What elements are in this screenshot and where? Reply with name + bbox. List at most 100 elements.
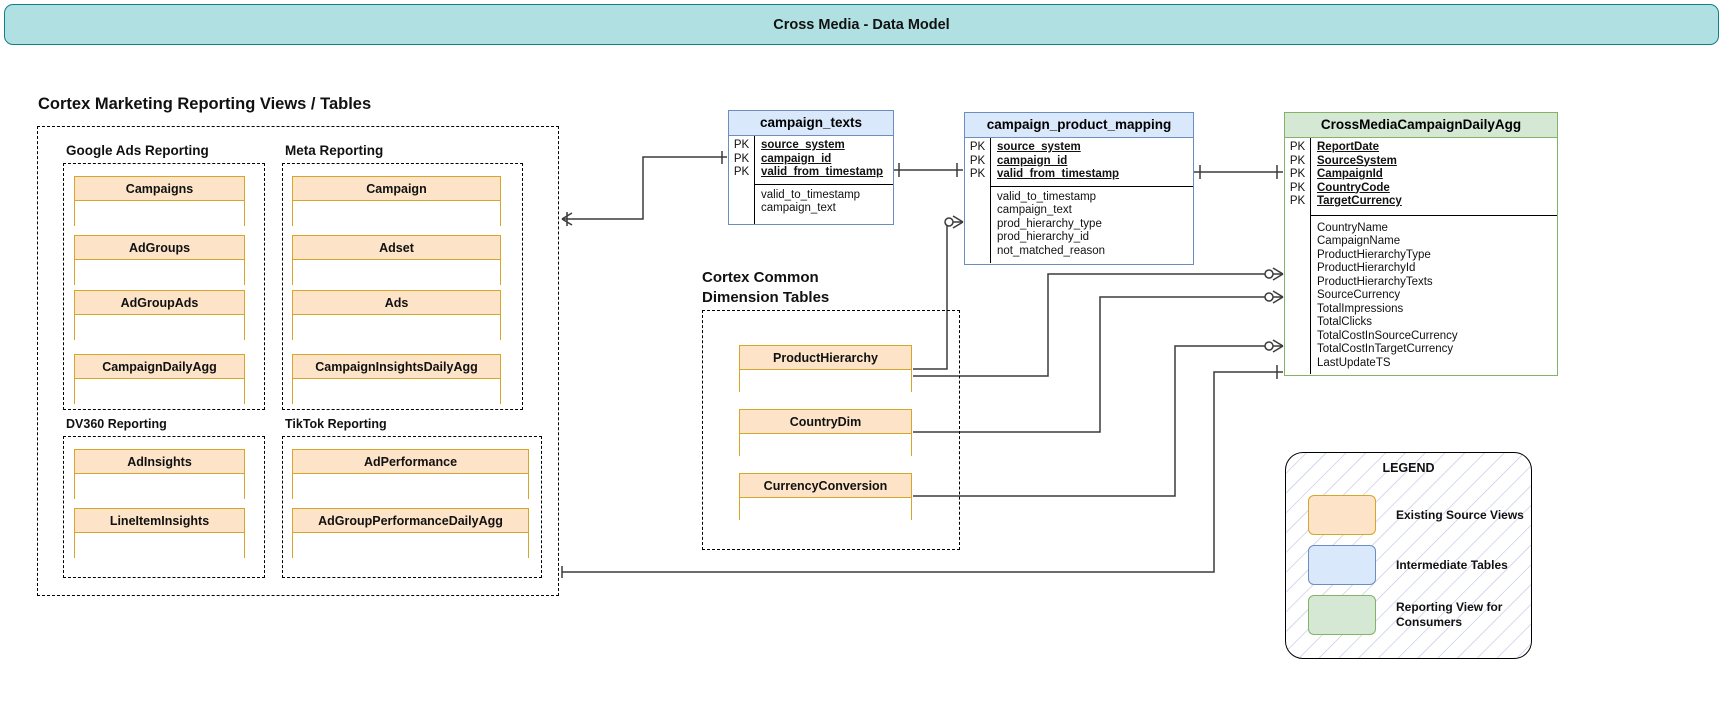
group-box-dv360 — [63, 436, 265, 578]
key-marker: PK — [733, 139, 750, 151]
er-table-cross-media-campaign-daily-agg[interactable]: CrossMediaCampaignDailyAgg PK PK PK PK P… — [1284, 112, 1558, 376]
entity-title: Campaigns — [75, 177, 244, 201]
reporting-outer-group — [37, 126, 559, 596]
field: valid_to_timestamp — [761, 188, 861, 201]
entity-title: AdGroupAds — [75, 291, 244, 315]
group-box-tiktok — [282, 436, 542, 578]
pk-field: CampaignId — [1317, 168, 1383, 180]
legend-row-existing-source-views: Existing Source Views — [1308, 495, 1524, 535]
entity-title: CurrencyConversion — [740, 474, 911, 498]
entity-body — [75, 474, 244, 500]
legend-swatch-blue — [1308, 545, 1376, 585]
field: CountryName — [1317, 221, 1388, 234]
key-marker: PK — [969, 154, 986, 167]
entity-title: CountryDim — [740, 410, 911, 434]
entity-adinsights[interactable]: AdInsights — [74, 449, 245, 500]
er-table-title: campaign_product_mapping — [965, 113, 1193, 138]
key-column: PK PK PK — [965, 138, 991, 263]
field: TotalClicks — [1317, 316, 1372, 328]
entity-ads[interactable]: Ads — [292, 290, 501, 341]
entity-body — [293, 260, 500, 286]
field: prod_hierarchy_id — [997, 231, 1090, 243]
entity-campaigninsightsdailyagg[interactable]: CampaignInsightsDailyAgg — [292, 354, 501, 405]
pk-field: source_system — [761, 139, 845, 151]
field: ProductHierarchyTexts — [1317, 275, 1433, 288]
field: campaign_text — [761, 202, 836, 214]
field: prod_hierarchy_type — [997, 217, 1102, 230]
entity-adset[interactable]: Adset — [292, 235, 501, 286]
entity-body — [293, 201, 500, 227]
legend-panel: LEGEND Existing Source Views Intermediat… — [1285, 452, 1532, 659]
key-column: PK PK PK PK PK — [1285, 138, 1311, 374]
entity-lineiteminsights[interactable]: LineItemInsights — [74, 508, 245, 559]
key-marker: PK — [1289, 181, 1306, 194]
pk-field: CountryCode — [1317, 181, 1390, 194]
entity-campaign[interactable]: Campaign — [292, 176, 501, 227]
entity-body — [75, 533, 244, 559]
pk-field: campaign_id — [997, 154, 1068, 167]
pk-field: SourceSystem — [1317, 154, 1397, 167]
legend-row-intermediate-tables: Intermediate Tables — [1308, 545, 1508, 585]
entity-adgroups[interactable]: AdGroups — [74, 235, 245, 286]
entity-title: AdGroupPerformanceDailyAgg — [293, 509, 528, 533]
dimension-group-box — [702, 310, 960, 550]
field: campaign_text — [997, 204, 1072, 216]
er-table-title: CrossMediaCampaignDailyAgg — [1285, 113, 1557, 138]
field: LastUpdateTS — [1317, 356, 1391, 369]
key-marker: PK — [733, 166, 750, 178]
er-table-title: campaign_texts — [729, 111, 893, 136]
entity-title: ProductHierarchy — [740, 346, 911, 370]
entity-body — [75, 260, 244, 286]
key-marker: PK — [1289, 168, 1306, 180]
group-label-google-ads: Google Ads Reporting — [66, 143, 209, 158]
group-label-meta: Meta Reporting — [285, 143, 384, 158]
pk-field: source_system — [997, 141, 1081, 153]
field-column: source_system campaign_id valid_from_tim… — [755, 136, 893, 224]
field-divider — [1311, 214, 1557, 216]
entity-producthierarchy[interactable]: ProductHierarchy — [739, 345, 912, 396]
key-marker: PK — [969, 168, 986, 180]
entity-body — [75, 379, 244, 405]
field-column: source_system campaign_id valid_from_tim… — [991, 138, 1193, 263]
pk-field: ReportDate — [1317, 141, 1379, 153]
er-table-campaign-product-mapping[interactable]: campaign_product_mapping PK PK PK source… — [964, 112, 1194, 265]
entity-body — [75, 315, 244, 341]
entity-title: LineItemInsights — [75, 509, 244, 533]
entity-body — [740, 498, 911, 524]
field: TotalCostInTargetCurrency — [1317, 343, 1454, 355]
entity-campaigns[interactable]: Campaigns — [74, 176, 245, 227]
pk-field: valid_from_timestamp — [761, 166, 884, 178]
key-marker: PK — [733, 152, 750, 165]
group-label-dv360: DV360 Reporting — [66, 417, 167, 431]
entity-body — [75, 201, 244, 227]
entity-body — [293, 315, 500, 341]
entity-adperformance[interactable]: AdPerformance — [292, 449, 529, 500]
field-column: ReportDate SourceSystem CampaignId Count… — [1311, 138, 1557, 374]
entity-title: Ads — [293, 291, 500, 315]
entity-body — [740, 434, 911, 460]
group-box-google-ads — [63, 163, 265, 410]
entity-title: Campaign — [293, 177, 500, 201]
entity-countrydim[interactable]: CountryDim — [739, 409, 912, 460]
entity-adgroupads[interactable]: AdGroupAds — [74, 290, 245, 341]
entity-title: AdPerformance — [293, 450, 528, 474]
entity-campaigndailyagg[interactable]: CampaignDailyAgg — [74, 354, 245, 405]
reporting-section-caption: Cortex Marketing Reporting Views / Table… — [38, 95, 372, 113]
entity-body — [293, 474, 528, 500]
field: TotalImpressions — [1317, 302, 1404, 315]
entity-currencyconversion[interactable]: CurrencyConversion — [739, 473, 912, 524]
legend-row-reporting-view: Reporting View for Consumers — [1308, 595, 1502, 635]
entity-body — [740, 370, 911, 396]
entity-title: AdGroups — [75, 236, 244, 260]
key-marker: PK — [1289, 154, 1306, 167]
entity-adgroupperformancedailyagg[interactable]: AdGroupPerformanceDailyAgg — [292, 508, 529, 559]
entity-title: Adset — [293, 236, 500, 260]
er-table-campaign-texts[interactable]: campaign_texts PK PK PK source_system ca… — [728, 110, 894, 225]
legend-swatch-orange — [1308, 495, 1376, 535]
legend-label: Intermediate Tables — [1396, 557, 1508, 572]
legend-label: Existing Source Views — [1396, 507, 1524, 522]
field: ProductHierarchyId — [1317, 262, 1416, 274]
field: valid_to_timestamp — [997, 190, 1097, 203]
entity-body — [293, 379, 500, 405]
